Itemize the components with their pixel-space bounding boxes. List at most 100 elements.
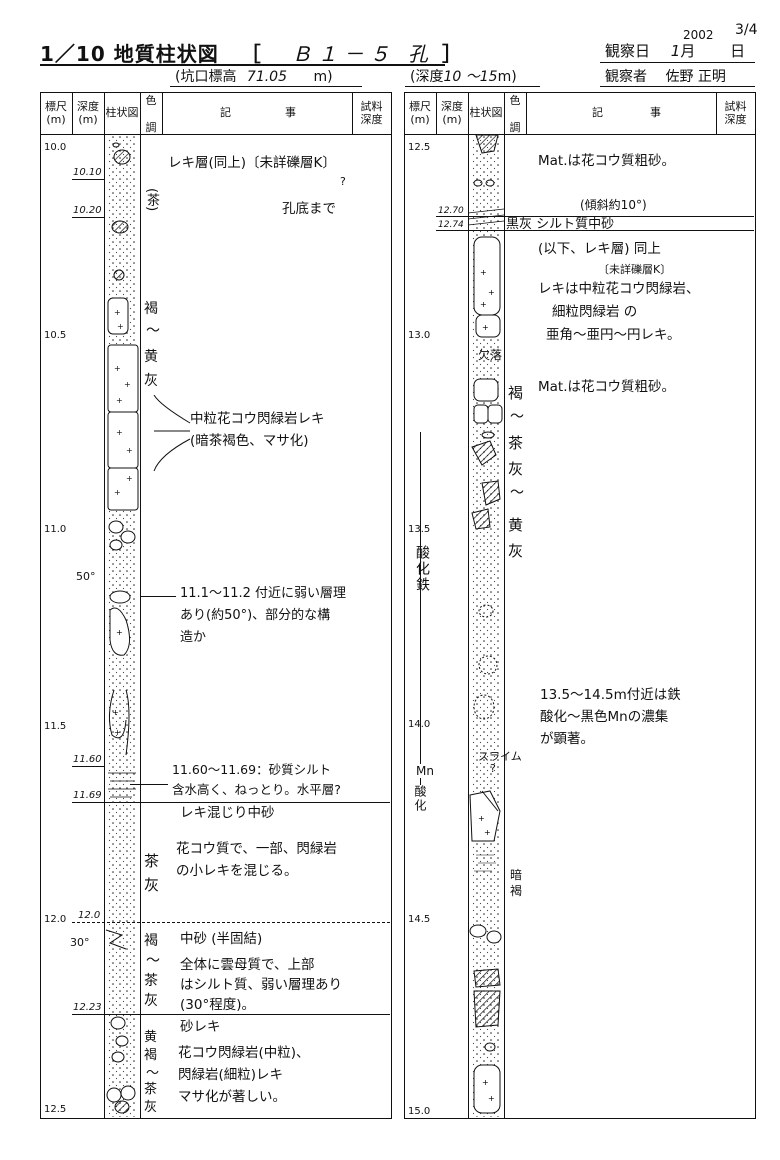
left-depth-mark: 12.0: [78, 910, 101, 921]
left-frame-top: [40, 92, 392, 93]
left-note: 花コウ質で、一部、閃緑岩: [176, 841, 337, 857]
left-color-label: 茶: [144, 852, 160, 870]
page-number: 3/4: [735, 22, 758, 38]
right-note: 〔未詳礫層K〕: [598, 263, 672, 276]
right-hdr-notes-b: 事: [650, 106, 661, 119]
right-boundary-12-70: [436, 216, 754, 217]
bracket-close: ］: [441, 42, 463, 66]
left-color-label: 茶: [144, 973, 158, 989]
right-note: 亜角～亜円～円レキ。: [546, 327, 681, 343]
right-note: 細粒閃緑岩 の: [552, 304, 638, 320]
observer: 観察者 佐野 正明: [605, 69, 726, 85]
left-note: マサ化が著しい。: [178, 1089, 286, 1105]
left-note: あり(約50°)、部分的な構: [180, 608, 331, 623]
left-scale-tick: 11.0: [44, 524, 67, 535]
right-scale-tick: 14.0: [408, 719, 430, 730]
left-frame-bottom: [40, 1118, 392, 1119]
right-col-sep-5: [716, 92, 717, 134]
left-note-arrow: [130, 784, 168, 785]
left-note: 閃緑岩(細粒)レキ: [178, 1067, 284, 1083]
right-note: 13.5～14.5m付近は鉄: [540, 687, 681, 703]
right-color-label: 褐: [508, 384, 524, 402]
elevation-underline: [170, 86, 362, 87]
left-depth-mark: 10.10: [73, 167, 102, 178]
right-hdr-color: 色調: [509, 94, 521, 134]
left-note: の小レキを混じる。: [176, 863, 298, 879]
left-scale-tick: 12.5: [44, 1104, 67, 1115]
right-scale-tick: 12.5: [408, 142, 431, 153]
callout-bracket: [153, 395, 191, 472]
left-color-label: (茶): [144, 188, 159, 212]
svg-text:+: +: [480, 268, 487, 277]
right-hdr-scale: 標尺(m): [409, 100, 431, 126]
oxide-fe-label: 酸化鉄: [414, 545, 430, 593]
right-col-sep-4: [526, 92, 527, 134]
right-note: (以下、レキ層) 同上: [538, 241, 661, 257]
svg-text:+: +: [117, 322, 124, 331]
left-note: レキ層(同上)〔未詳礫層K〕: [168, 155, 336, 171]
oxide-mn-label: Mn: [416, 764, 434, 778]
dip-angle-30: 30°: [70, 936, 90, 949]
left-frame-left: [40, 92, 41, 1118]
right-scale-tick: 13.0: [408, 330, 431, 341]
left-note: 全体に雲母質で、上部: [180, 957, 315, 973]
left-note: 造か: [180, 630, 207, 645]
right-color-label: 灰: [508, 542, 524, 560]
left-col-sep-5: [352, 92, 353, 134]
bracket-open: ［: [240, 42, 262, 66]
right-color-label: 暗: [510, 868, 523, 882]
left-hdr-depth: 深度(m): [77, 100, 99, 126]
svg-text:+: +: [482, 323, 489, 332]
right-boundary-12-74: [436, 230, 754, 231]
right-depth-mark: 12.74: [438, 220, 464, 230]
left-note: 中粒花コウ閃緑岩レキ: [190, 411, 325, 427]
right-color-label: ～: [510, 485, 524, 501]
left-note: 中砂 (半固結): [180, 931, 263, 947]
right-note: 黒灰 シルト質中砂: [506, 217, 615, 232]
right-column-drawing: +++ + ++ ++: [468, 135, 504, 1117]
left-color-label: 褐: [144, 1048, 158, 1063]
right-color-label: 灰: [508, 460, 524, 478]
svg-text:+: +: [126, 474, 133, 483]
left-note: はシルト質、弱い層理あり: [180, 977, 342, 993]
left-depth-mark: 11.69: [73, 790, 102, 801]
left-depth-line: [72, 217, 104, 218]
svg-text:+: +: [116, 628, 123, 637]
left-note-arrow: [140, 596, 176, 597]
left-note: ?: [340, 175, 346, 188]
svg-text:+: +: [480, 300, 487, 309]
hole-label: Ｂ１－５ 孔: [291, 42, 435, 66]
left-header-bottom: [40, 134, 392, 135]
oxide-mn-sub: 酸化: [412, 785, 429, 813]
left-hdr-notes-a: 記: [220, 106, 231, 119]
right-frame-left: [404, 92, 405, 1118]
right-note: レキは中粒花コウ閃緑岩、: [538, 281, 700, 297]
right-frame-top: [404, 92, 756, 93]
left-hdr-scale: 標尺(m): [45, 100, 67, 126]
left-depth-line: [72, 766, 104, 767]
left-frame-right: [391, 92, 392, 1118]
right-scale-tick: 13.5: [408, 524, 430, 535]
observe-date: 観察日 1月 日: [605, 42, 746, 60]
right-color-label: 黄: [508, 516, 524, 534]
svg-text:+: +: [484, 828, 491, 837]
left-note: 含水高く、ねっとり。水平層?: [172, 782, 341, 797]
svg-text:+: +: [116, 396, 123, 405]
right-scale-tick: 15.0: [408, 1106, 431, 1117]
right-note: Mat.は花コウ質粗砂。: [538, 153, 675, 169]
right-hdr-notes-a: 記: [592, 106, 603, 119]
right-color-label: 褐: [510, 884, 523, 898]
svg-text:+: +: [482, 1078, 489, 1087]
left-col-sep-2: [104, 92, 105, 1118]
left-boundary-12-23: [72, 1014, 390, 1015]
left-color-label: 灰: [144, 993, 158, 1009]
dip-angle-50: 50°: [76, 570, 96, 583]
left-color-label: ～: [146, 1066, 160, 1081]
left-color-label: 茶: [144, 1082, 158, 1097]
sheet-title: 1／10 地質柱状図 ［ Ｂ１－５ 孔 ］: [40, 38, 463, 67]
left-color-label: 褐: [144, 933, 158, 949]
left-note: 孔底まで: [282, 201, 336, 217]
oxide-range-line: [420, 432, 421, 802]
left-depth-mark: 12.23: [73, 1002, 102, 1013]
left-note: 砂レキ: [180, 1019, 221, 1035]
